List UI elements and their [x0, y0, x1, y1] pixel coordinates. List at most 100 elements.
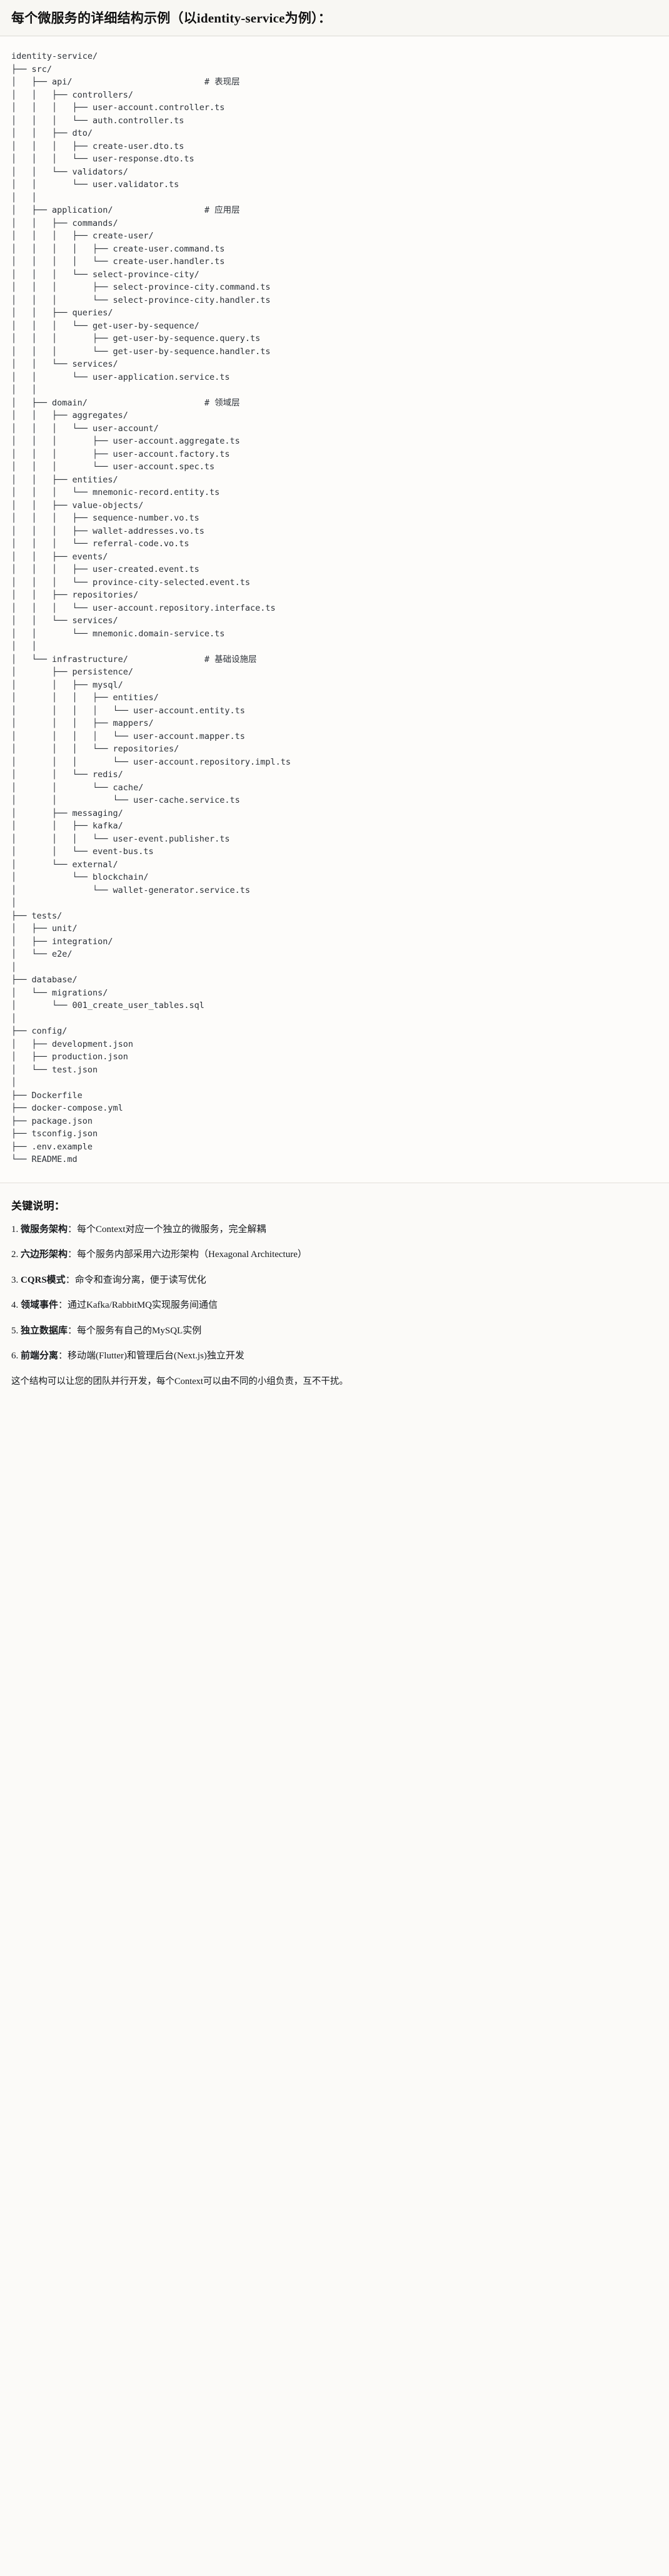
key-note-term: 前端分离 — [21, 1351, 59, 1362]
tree-line: │ │ │ ├── user-created.event.ts — [11, 564, 199, 575]
tree-line: │ ├── production.json — [11, 1052, 128, 1062]
key-notes-list: 1. 微服务架构：每个Context对应一个独立的微服务，完全解耦 2. 六边形架… — [11, 1223, 658, 1363]
tree-line: │ │ ├── mysql/ — [11, 680, 123, 690]
tree-line: │ ├── integration/ — [11, 936, 113, 947]
key-note-term: 六边形架构 — [21, 1250, 68, 1260]
tree-line: identity-service/ — [11, 51, 98, 62]
tree-line: │ │ └── user-cache.service.ts — [11, 795, 240, 806]
tree-line: │ │ │ ├── entities/ — [11, 693, 159, 703]
key-note-description: ：命令和查询分离，便于读写优化 — [65, 1275, 206, 1285]
tree-line: │ └── wallet-generator.service.ts — [11, 885, 251, 895]
tree-line: │ │ └── redis/ — [11, 770, 123, 780]
key-note-index: 6. — [11, 1351, 19, 1362]
tree-line: │ │ │ └── province-city-selected.event.t… — [11, 577, 251, 588]
tree-line: │ │ ├── kafka/ — [11, 821, 123, 832]
key-note-item: 4. 领域事件：通过Kafka/RabbitMQ实现服务间通信 — [11, 1298, 658, 1313]
tree-line: │ ├── messaging/ — [11, 808, 123, 818]
directory-tree-block: identity-service/├── src/│ ├── api/ # 表现… — [0, 36, 669, 1183]
tree-line: │ │ │ ├── get-user-by-sequence.query.ts — [11, 333, 261, 344]
page-root: 每个微服务的详细结构示例（以identity-service为例）： ident… — [0, 11, 669, 1400]
tree-line: │ │ └── mnemonic.domain-service.ts — [11, 628, 225, 639]
tree-line: │ │ │ ├── wallet-addresses.vo.ts — [11, 526, 204, 536]
key-note-description: ：移动端(Flutter)和管理后台(Next.js)独立开发 — [58, 1351, 244, 1362]
tree-line: │ — [11, 898, 17, 909]
tree-line: └── README.md — [11, 1154, 78, 1165]
key-note-description: ：通过Kafka/RabbitMQ实现服务间通信 — [58, 1300, 218, 1311]
tree-line: │ │ └── validators/ — [11, 166, 128, 177]
tree-line: │ │ │ │ └── create-user.handler.ts — [11, 257, 225, 267]
tree-line: ├── package.json — [11, 1116, 93, 1126]
tree-line: │ └── external/ — [11, 859, 118, 870]
key-note-term: 独立数据库 — [21, 1325, 68, 1336]
tree-line: │ │ — [11, 641, 37, 652]
key-notes-heading: 关键说明： — [11, 1199, 65, 1212]
tree-line: │ │ │ └── user-account.repository.interf… — [11, 603, 276, 613]
tree-line: │ — [11, 962, 17, 972]
tree-line: │ │ ├── commands/ — [11, 218, 118, 228]
tree-line: │ │ │ ├── user-account.factory.ts — [11, 449, 230, 459]
tree-line: │ │ │ ├── create-user.dto.ts — [11, 141, 184, 151]
tree-line: │ └── 001_create_user_tables.sql — [11, 1000, 204, 1011]
tree-line: │ │ ├── events/ — [11, 551, 108, 562]
key-note-item: 5. 独立数据库：每个服务有自己的MySQL实例 — [11, 1324, 658, 1338]
tree-line: ├── database/ — [11, 975, 78, 985]
tree-line: │ ├── api/ # 表现层 — [11, 77, 240, 88]
tree-line: │ │ ├── queries/ — [11, 308, 113, 318]
tree-line: │ │ — [11, 192, 37, 203]
tree-line: │ │ │ └── user-event.publisher.ts — [11, 833, 230, 844]
tree-line: │ │ — [11, 385, 37, 395]
tree-line: │ ├── persistence/ — [11, 667, 134, 678]
key-note-description: ：每个服务内部采用六边形架构（Hexagonal Architecture） — [68, 1250, 307, 1260]
tree-line: │ ├── domain/ # 领域层 — [11, 397, 240, 408]
tree-line: │ │ │ ├── mappers/ — [11, 718, 154, 729]
tree-line: │ │ │ ├── sequence-number.vo.ts — [11, 513, 199, 524]
tree-line: │ │ └── user-application.service.ts — [11, 372, 230, 382]
tree-line: │ │ │ └── user-account.spec.ts — [11, 462, 215, 472]
key-note-item: 2. 六边形架构：每个服务内部采用六边形架构（Hexagonal Archite… — [11, 1248, 658, 1262]
tree-line: │ │ │ └── user-account.repository.impl.t… — [11, 756, 291, 767]
tree-line: │ └── e2e/ — [11, 949, 73, 960]
tree-line: │ │ │ └── select-province-city/ — [11, 269, 199, 280]
tree-line: │ ├── unit/ — [11, 924, 78, 934]
tree-line: │ │ │ └── select-province-city.handler.t… — [11, 295, 271, 305]
tree-line: │ │ │ └── repositories/ — [11, 744, 179, 755]
key-note-term: 微服务架构 — [21, 1224, 68, 1235]
tree-line: ├── Dockerfile — [11, 1090, 83, 1101]
page-title: 每个微服务的详细结构示例（以identity-service为例）： — [11, 11, 331, 26]
tree-line: │ — [11, 1013, 17, 1024]
tree-line: │ ├── application/ # 应用层 — [11, 205, 240, 216]
tree-line: │ │ │ └── get-user-by-sequence/ — [11, 320, 199, 331]
key-note-description: ：每个Context对应一个独立的微服务，完全解耦 — [68, 1224, 266, 1235]
key-note-term: 领域事件 — [21, 1300, 59, 1311]
key-note-item: 3. CQRS模式：命令和查询分离，便于读写优化 — [11, 1273, 658, 1288]
tree-line: │ │ │ │ ├── create-user.command.ts — [11, 243, 225, 254]
tree-line: │ │ │ └── get-user-by-sequence.handler.t… — [11, 346, 271, 357]
tree-line: │ │ │ └── mnemonic-record.entity.ts — [11, 487, 220, 498]
key-note-index: 2. — [11, 1250, 19, 1260]
key-note-description: ：每个服务有自己的MySQL实例 — [68, 1325, 202, 1336]
tree-line: ├── tsconfig.json — [11, 1129, 98, 1139]
tree-line: ├── docker-compose.yml — [11, 1103, 123, 1114]
tree-line: │ └── infrastructure/ # 基础设施层 — [11, 654, 257, 664]
key-note-term: CQRS模式 — [21, 1275, 66, 1285]
tree-line: │ │ │ ├── user-account.controller.ts — [11, 103, 225, 113]
tree-line: ├── .env.example — [11, 1141, 93, 1152]
tree-line: │ │ │ ├── select-province-city.command.t… — [11, 282, 271, 293]
tree-line: │ │ │ ├── user-account.aggregate.ts — [11, 436, 240, 447]
key-notes-block: 关键说明： 1. 微服务架构：每个Context对应一个独立的微服务，完全解耦 2… — [0, 1183, 669, 1400]
tree-line: │ │ ├── value-objects/ — [11, 500, 144, 511]
tree-line: │ │ │ └── referral-code.vo.ts — [11, 539, 189, 549]
tree-line: │ │ └── cache/ — [11, 782, 144, 793]
tree-line: ├── tests/ — [11, 910, 63, 921]
tree-line: │ │ ├── dto/ — [11, 128, 93, 139]
tree-line: │ │ └── services/ — [11, 359, 118, 370]
key-note-item: 1. 微服务架构：每个Context对应一个独立的微服务，完全解耦 — [11, 1223, 658, 1237]
tree-line: │ │ │ └── user-account/ — [11, 423, 159, 434]
tree-line: │ │ ├── aggregates/ — [11, 410, 128, 421]
tree-line: │ │ └── event-bus.ts — [11, 847, 154, 857]
directory-tree: identity-service/├── src/│ ├── api/ # 表现… — [11, 50, 658, 1166]
tree-line: │ ├── development.json — [11, 1039, 134, 1049]
key-note-index: 5. — [11, 1325, 19, 1336]
tree-line: │ └── migrations/ — [11, 987, 108, 998]
tree-line: │ │ │ └── auth.controller.ts — [11, 115, 184, 126]
